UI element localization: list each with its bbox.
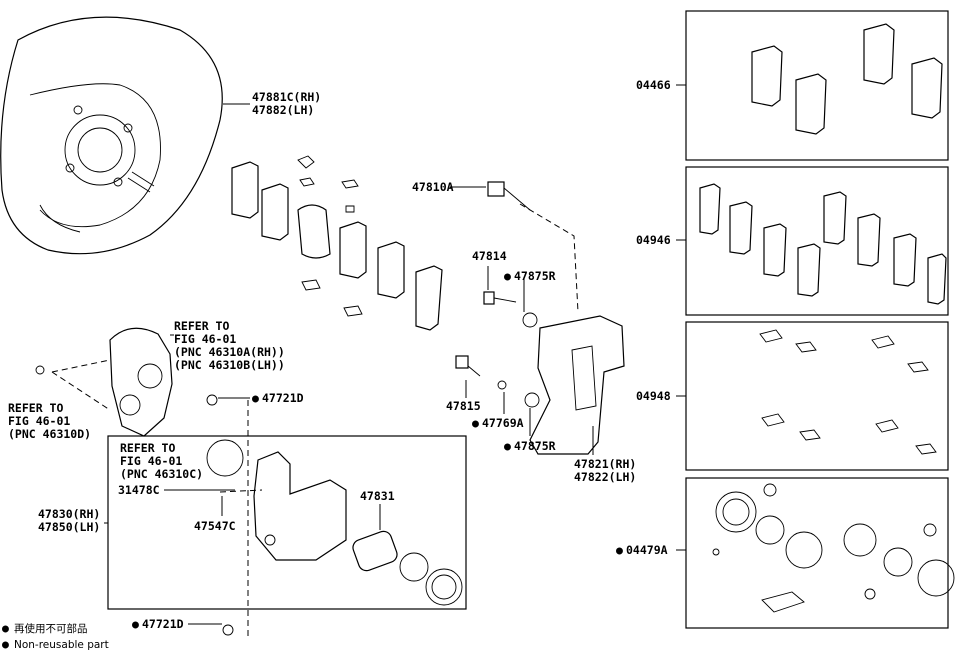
label-refer-b-3: (PNC 46310D) — [8, 427, 91, 441]
marker-nipple: ● — [472, 416, 479, 430]
marker-bolt-bottom: ● — [132, 617, 139, 631]
label-refer-a-3: (PNC 46310A(RH)) — [174, 345, 285, 359]
kit-04948-clips — [759, 329, 937, 455]
label-bolt-top[interactable]: 47721D — [262, 391, 304, 405]
marker-boot-bottom: ● — [504, 439, 511, 453]
legend-text-jp: 再使用不可部品 — [14, 622, 88, 635]
label-refer-c-3: (PNC 46310C) — [120, 467, 203, 481]
label-refer-b-1: REFER TO — [8, 401, 63, 415]
kit-box-04946 — [685, 166, 949, 316]
label-kit-04946[interactable]: 04946 — [636, 233, 671, 247]
marker-kit-04479: ● — [616, 543, 623, 557]
label-boot-top[interactable]: 47875R — [514, 269, 556, 283]
label-refer-a-2: FIG 46-01 — [174, 332, 236, 346]
label-shield-lh[interactable]: 47882(LH) — [252, 103, 314, 117]
label-refer-b-2: FIG 46-01 — [8, 414, 70, 428]
pin-47814 — [483, 291, 517, 305]
boot-bottom-drawing — [524, 392, 540, 408]
label-caliper-lh[interactable]: 47850(LH) — [38, 520, 100, 534]
caliper-lower-drawing — [205, 439, 463, 636]
caliper-body-reference — [109, 327, 173, 437]
kit-04479-seals — [712, 483, 955, 613]
bolt-left-drawing — [35, 365, 45, 375]
leader-lines — [104, 84, 686, 625]
label-shield-rh[interactable]: 47881C(RH) — [252, 90, 321, 104]
label-refer-c-2: FIG 46-01 — [120, 454, 182, 468]
label-piston[interactable]: 47831 — [360, 489, 395, 503]
legend-symbol-en: ● — [2, 637, 9, 651]
label-caliper-rh[interactable]: 47830(RH) — [38, 507, 100, 521]
label-refer-a-1: REFER TO — [174, 319, 229, 333]
dust-shield-drawing — [0, 16, 223, 255]
label-mount-rh[interactable]: 47821(RH) — [574, 457, 636, 471]
label-bolt-47810[interactable]: 47810A — [412, 180, 454, 194]
label-kit-04479[interactable]: 04479A — [626, 543, 668, 557]
label-refer-c-1: REFER TO — [120, 441, 175, 455]
kit-04946-pads-shims — [699, 183, 947, 305]
marker-boot-top: ● — [504, 269, 511, 283]
label-ring-31478[interactable]: 31478C — [118, 483, 160, 497]
boot-top-drawing — [522, 312, 538, 328]
pad-group-center — [231, 155, 443, 331]
label-bolt-bottom[interactable]: 47721D — [142, 617, 184, 631]
bolt-47810 — [487, 181, 531, 211]
pin-47815 — [455, 355, 481, 377]
label-boot-bottom[interactable]: 47875R — [514, 439, 556, 453]
label-refer-a-4: (PNC 46310B(LH)) — [174, 358, 285, 372]
label-mount-lh[interactable]: 47822(LH) — [574, 470, 636, 484]
kit-box-04479 — [685, 477, 949, 629]
legend-text-en: Non-reusable part — [14, 639, 109, 651]
label-pin-47815[interactable]: 47815 — [446, 399, 481, 413]
label-kit-04948[interactable]: 04948 — [636, 389, 671, 403]
label-pin-47814[interactable]: 47814 — [472, 249, 507, 263]
label-nipple[interactable]: 47769A — [482, 416, 524, 430]
caliper-mount-bracket — [529, 315, 625, 455]
nipple-drawing — [497, 380, 507, 390]
dashed-guides — [51, 203, 579, 640]
label-ring-47547[interactable]: 47547C — [194, 519, 236, 533]
legend-symbol-jp: ● — [2, 621, 9, 635]
kit-04466-pads — [751, 23, 943, 135]
label-kit-04466[interactable]: 04466 — [636, 78, 671, 92]
marker-bolt-top: ● — [252, 391, 259, 405]
bolt-top-drawing — [206, 394, 218, 406]
kit-box-04948 — [685, 321, 949, 471]
